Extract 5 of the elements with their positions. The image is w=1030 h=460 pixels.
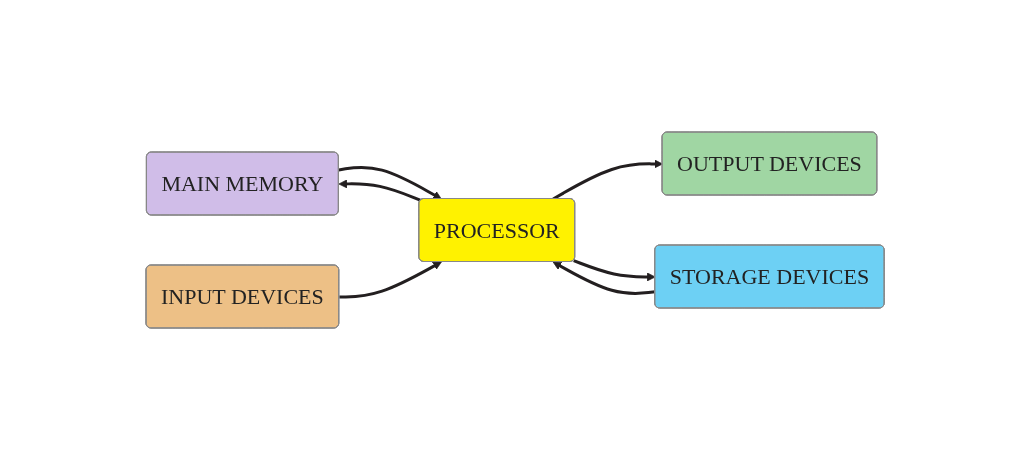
arrow bbox=[552, 261, 656, 295]
arrow bbox=[339, 261, 442, 299]
arrow bbox=[338, 179, 422, 202]
arrow bbox=[573, 259, 656, 282]
arrow bbox=[338, 165, 442, 200]
